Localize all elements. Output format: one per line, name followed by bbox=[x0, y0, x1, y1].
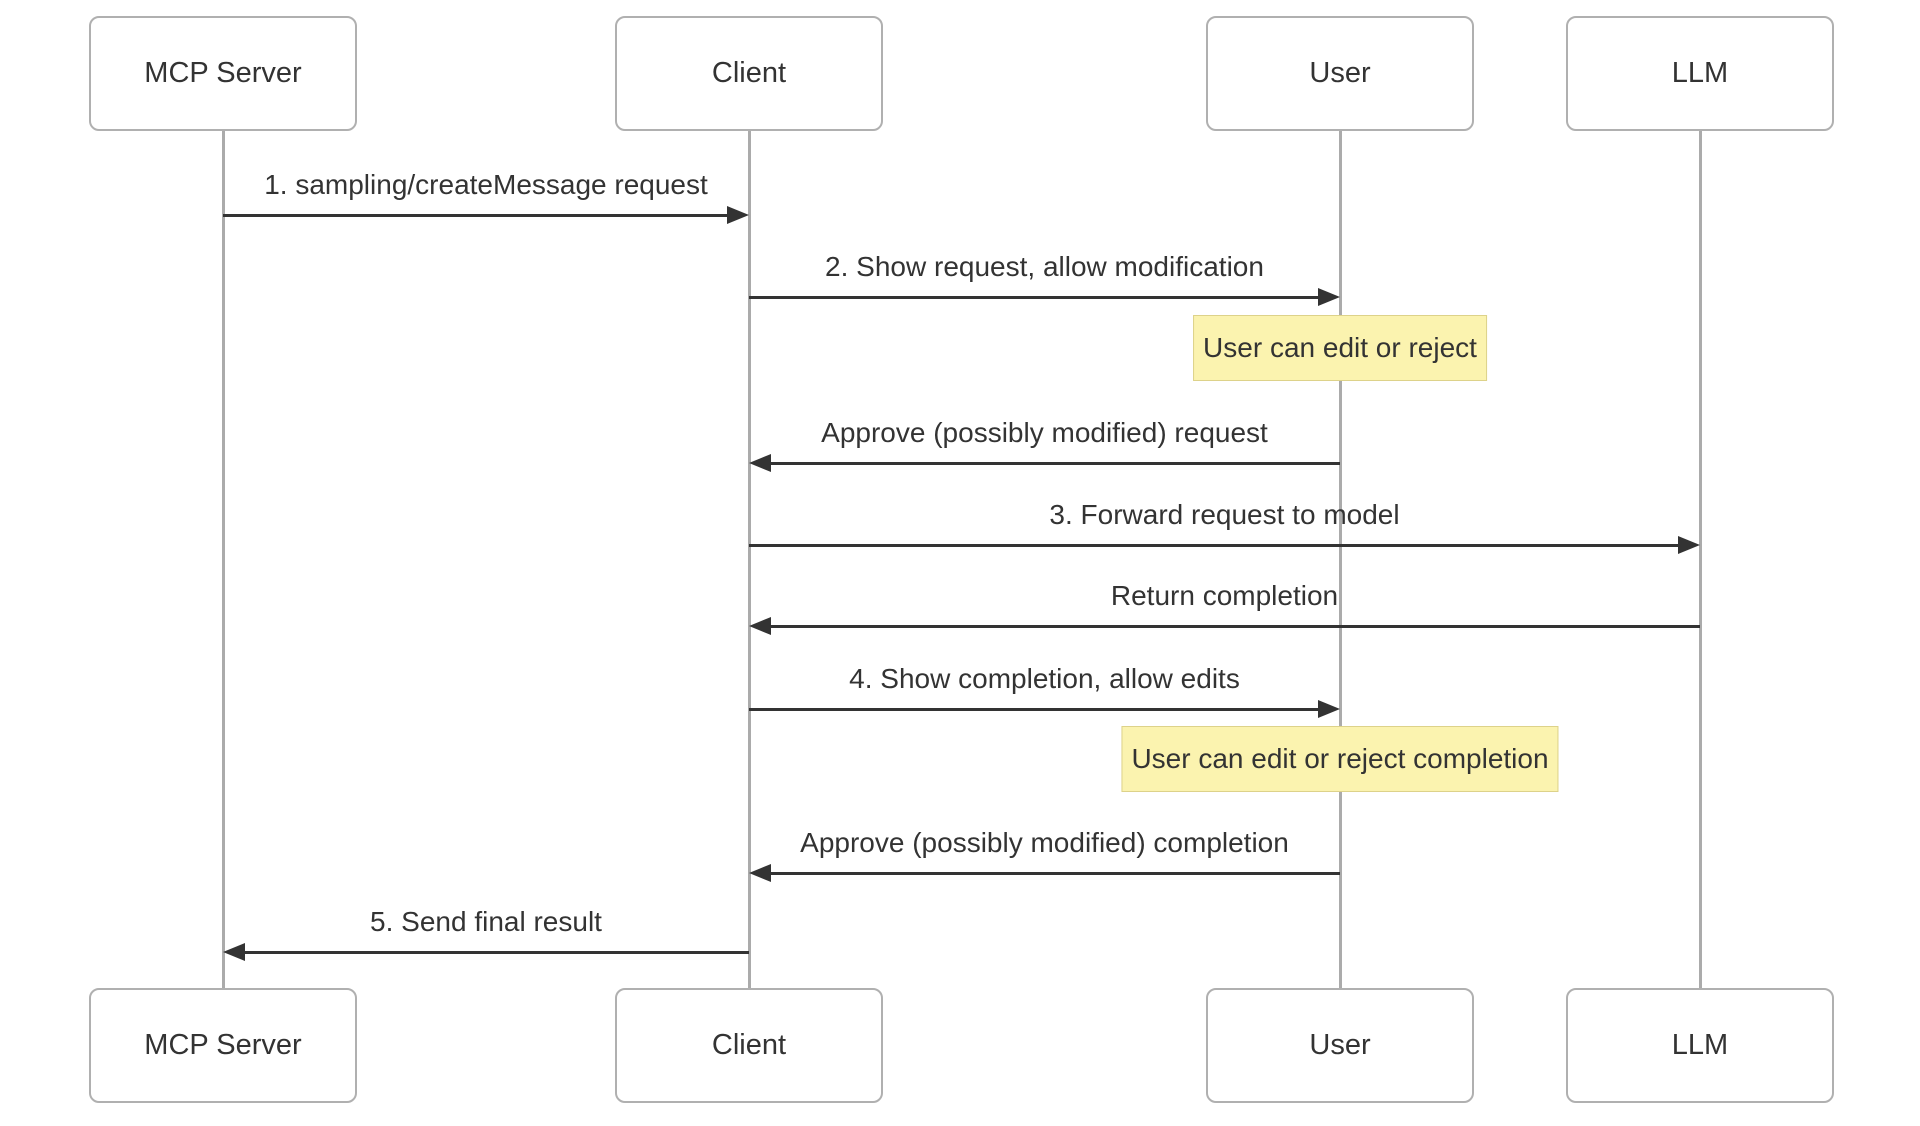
actor-box-client-bottom: Client bbox=[615, 988, 883, 1103]
actor-label: Client bbox=[711, 1029, 787, 1061]
actor-label: User bbox=[1309, 57, 1371, 89]
actor-box-user-bottom: User bbox=[1206, 988, 1474, 1103]
message-arrowhead bbox=[1318, 288, 1340, 306]
actor-label: MCP Server bbox=[144, 57, 302, 89]
actor-box-mcp-server-top: MCP Server bbox=[89, 16, 357, 131]
note-box: User can edit or reject completion bbox=[1121, 726, 1559, 792]
lifeline-llm bbox=[1698, 131, 1702, 988]
message-arrow bbox=[241, 950, 749, 954]
message-arrow bbox=[767, 624, 1700, 628]
actor-box-client-top: Client bbox=[615, 16, 883, 131]
message-arrowhead bbox=[749, 454, 771, 472]
actor-box-llm-top: LLM bbox=[1566, 16, 1834, 131]
actor-label: MCP Server bbox=[144, 1029, 302, 1061]
note-box: User can edit or reject bbox=[1193, 315, 1487, 381]
actor-label: LLM bbox=[1671, 57, 1729, 89]
actor-label: Client bbox=[711, 57, 787, 89]
actor-box-user-top: User bbox=[1206, 16, 1474, 131]
message-arrow bbox=[749, 707, 1322, 711]
message-label: Approve (possibly modified) request bbox=[821, 417, 1268, 448]
note-label: User can edit or reject bbox=[1203, 332, 1477, 363]
message-label: 2. Show request, allow modification bbox=[825, 251, 1264, 282]
actor-label: User bbox=[1309, 1029, 1371, 1061]
message-arrow bbox=[767, 461, 1340, 465]
message-label: 4. Show completion, allow edits bbox=[849, 663, 1240, 694]
message-label: 3. Forward request to model bbox=[1049, 499, 1400, 530]
message-arrowhead bbox=[749, 864, 771, 882]
lifeline-user bbox=[1338, 131, 1342, 988]
message-arrowhead bbox=[223, 943, 245, 961]
message-arrowhead bbox=[1678, 536, 1700, 554]
message-arrow bbox=[749, 543, 1682, 547]
actor-label: LLM bbox=[1671, 1029, 1729, 1061]
message-arrow bbox=[749, 295, 1322, 299]
message-label: 1. sampling/createMessage request bbox=[264, 169, 708, 200]
message-label: 5. Send final result bbox=[370, 906, 602, 937]
message-label: Return completion bbox=[1110, 580, 1339, 611]
actor-box-mcp-server-bottom: MCP Server bbox=[89, 988, 357, 1103]
message-arrow bbox=[223, 213, 731, 217]
message-arrowhead bbox=[749, 617, 771, 635]
actor-box-llm-bottom: LLM bbox=[1566, 988, 1834, 1103]
message-arrowhead bbox=[1318, 700, 1340, 718]
note-label: User can edit or reject completion bbox=[1131, 743, 1549, 774]
message-arrow bbox=[767, 871, 1340, 875]
message-arrowhead bbox=[727, 206, 749, 224]
message-label: Approve (possibly modified) completion bbox=[800, 827, 1289, 858]
lifeline-mcp-server bbox=[221, 131, 225, 988]
lifeline-client bbox=[747, 131, 751, 988]
